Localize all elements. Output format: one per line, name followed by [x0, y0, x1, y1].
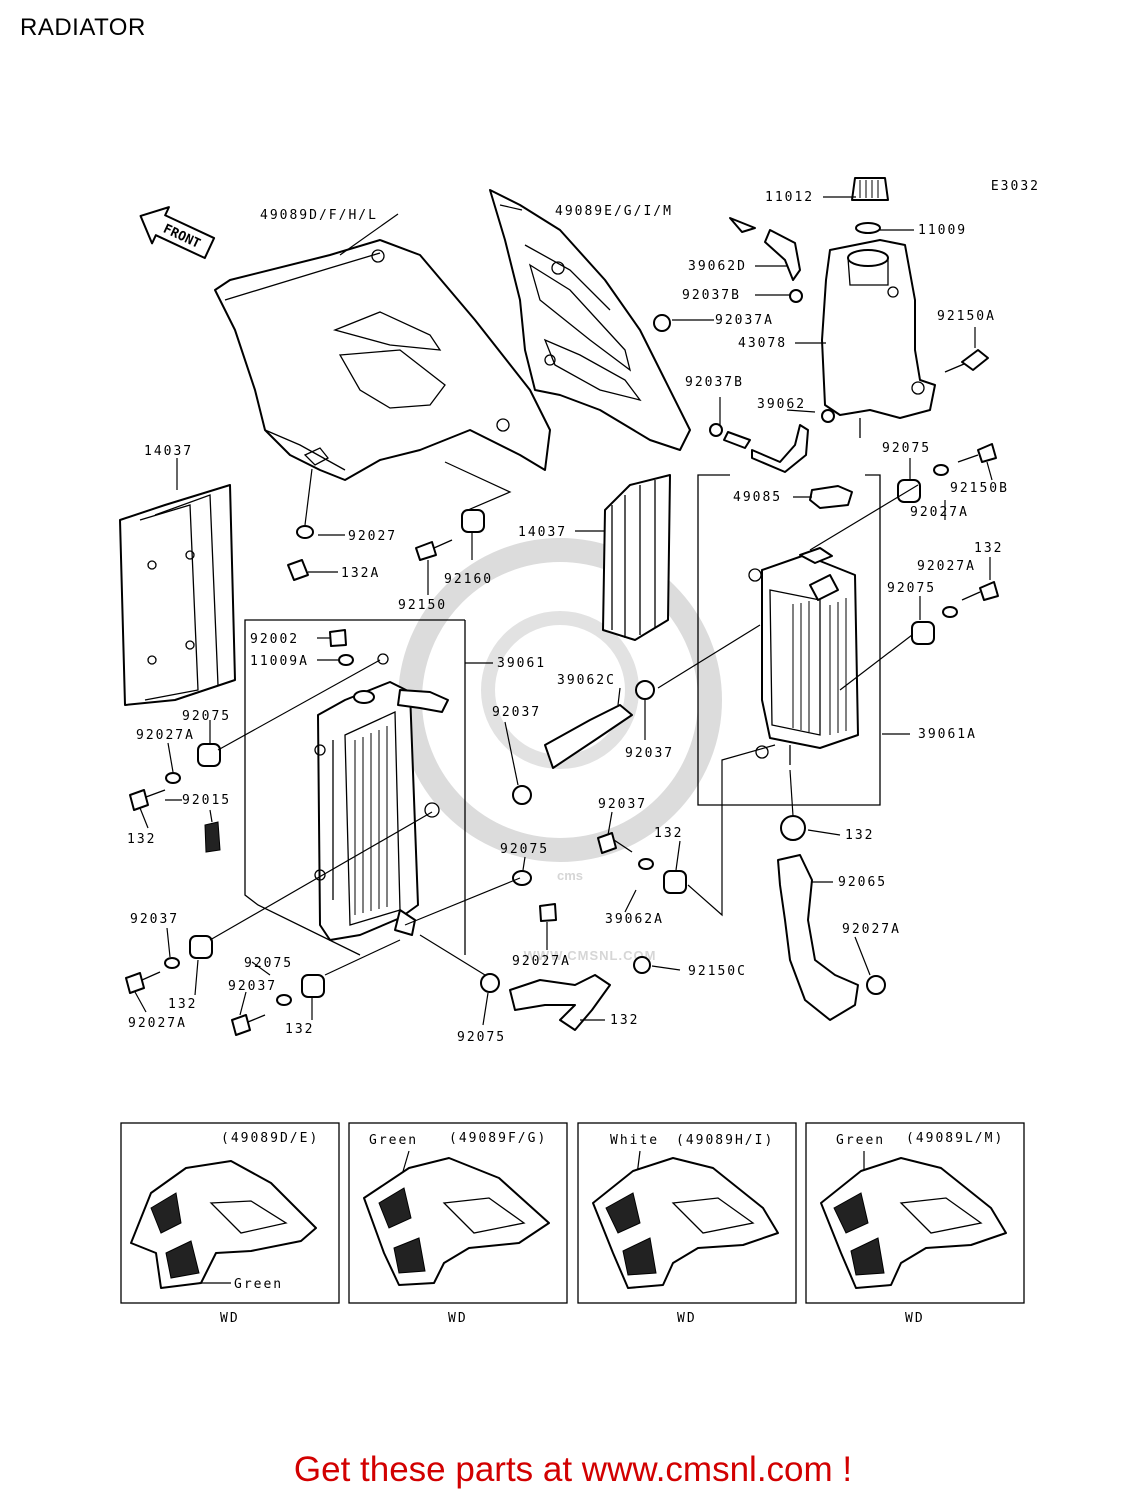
variant-panel-2: (49089F/G) Green WD — [348, 1122, 568, 1326]
front-arrow: FRONT — [139, 206, 216, 260]
callout-92075-bottom: 132 — [285, 1022, 314, 1037]
left-radiator — [314, 653, 449, 941]
hose-39062d — [764, 229, 801, 281]
radiator-exploded-diagram: cms WWW.CMSNL.COM E3032 FRONT — [119, 177, 1040, 1326]
watermark-url: WWW.CMSNL.COM — [524, 948, 657, 963]
callout-39062a: 92065 — [838, 875, 887, 890]
hose-39062-upper — [723, 431, 751, 449]
diagram-code: E3032 — [991, 179, 1040, 194]
variant-panel-1: (49089D/E) Green WD — [120, 1122, 340, 1326]
callout-92037-b: 92037 — [625, 746, 674, 761]
variant-color: White — [610, 1133, 659, 1148]
callout-92150b: 92150B — [950, 481, 1009, 496]
callout-11009a: 11009A — [250, 654, 309, 669]
callout-92027a-left: 92027A — [136, 728, 195, 743]
variant-region: WD — [905, 1311, 925, 1326]
variant-code: (49089D/E) — [221, 1131, 319, 1146]
callout-92027a-bottom: 92075 — [244, 956, 293, 971]
callout-92015: 92015 — [182, 793, 231, 808]
callout-92075-mid: 132 — [654, 826, 683, 841]
variant-color: Green — [836, 1133, 885, 1148]
right-radiator — [748, 547, 859, 765]
footer-parts-link[interactable]: Get these parts at www.cmsnl.com ! — [293, 1450, 853, 1489]
callout-132a: 132A — [341, 566, 380, 581]
callout-14037-left: 14037 — [144, 444, 193, 459]
hose-39062 — [751, 424, 809, 473]
callout-132-lower: 92027A — [128, 1016, 187, 1031]
callout-132-left: 132 — [127, 832, 156, 847]
callout-92075-left: 92075 — [182, 709, 231, 724]
hose-39062a — [777, 854, 859, 1021]
hose-39062c — [544, 704, 633, 769]
callout-92037-c: 132 — [845, 828, 874, 843]
right-radiator-group-box — [697, 474, 881, 806]
callout-labels: 49089D/F/H/L 49089E/G/I/M 11012 11009 39… — [127, 190, 1009, 1045]
callout-132-bottom: 92037 — [228, 979, 277, 994]
left-radiator-shroud — [214, 239, 551, 481]
callout-39061: 39061 — [497, 656, 546, 671]
callout-92037b: 92037B — [685, 375, 744, 390]
callout-92027a-mid: 39062A — [605, 912, 664, 927]
right-radiator-guard — [602, 474, 671, 641]
page-title: RADIATOR — [20, 14, 146, 41]
callout-92037-f: 92075 — [457, 1030, 506, 1045]
callout-92002: 92002 — [250, 632, 299, 647]
callout-132-right: 132 — [974, 541, 1003, 556]
variant-color: Green — [234, 1277, 283, 1292]
callout-39062d: 39062D — [688, 259, 747, 274]
callout-39062b: 132 — [610, 1013, 639, 1028]
callout-11009: 11009 — [918, 223, 967, 238]
variant-region: WD — [677, 1311, 697, 1326]
left-radiator-group-box — [244, 619, 465, 956]
callout-11012: 11012 — [765, 190, 814, 205]
leader-lines — [134, 196, 993, 1026]
variant-code: (49089L/M) — [906, 1131, 1004, 1146]
callout-92075-lower: 132 — [168, 997, 197, 1012]
callout-14037-right: 14037 — [518, 525, 567, 540]
callout-49085: 49085 — [733, 490, 782, 505]
left-radiator-guard — [119, 484, 236, 706]
right-radiator-shroud — [489, 189, 691, 451]
callout-92065: 92075 — [500, 842, 549, 857]
callout-92027a-top: 92027A — [910, 505, 969, 520]
callout-92150a: 92150A — [937, 309, 996, 324]
callout-92075-top: 92075 — [882, 441, 931, 456]
callout-92037-d: 92150C — [688, 964, 747, 979]
reservoir-tank — [821, 177, 936, 438]
callout-92037-a: 92037 — [492, 705, 541, 720]
callout-92027a-right: 92027A — [917, 559, 976, 574]
callout-92037-e: 92027A — [842, 922, 901, 937]
watermark-logo: cms — [557, 868, 583, 883]
variant-code: (49089F/G) — [449, 1131, 547, 1146]
callout-92037b-top: 92037B — [682, 288, 741, 303]
callout-49089e: 49089E/G/I/M — [555, 204, 673, 219]
callout-49089d: 49089D/F/H/L — [260, 208, 378, 223]
variant-region: WD — [448, 1311, 468, 1326]
variant-region: WD — [220, 1311, 240, 1326]
callout-39062c: 39062C — [557, 673, 616, 688]
callout-92075-right: 92075 — [887, 581, 936, 596]
variant-color: Green — [369, 1133, 418, 1148]
variant-panel-3: (49089H/I) White WD — [577, 1122, 797, 1326]
callout-92037a: 92037A — [715, 313, 774, 328]
hose-39062d-upper — [729, 217, 756, 233]
callout-39062: 39062 — [757, 397, 806, 412]
callout-92160: 92160 — [444, 572, 493, 587]
callout-92027a-lower: 92037 — [130, 912, 179, 927]
callout-92150c: 92027A — [512, 954, 571, 969]
hose-39062b — [509, 974, 611, 1031]
callout-92150: 92150 — [398, 598, 447, 613]
variant-code: (49089H/I) — [676, 1133, 774, 1148]
variant-panel-4: (49089L/M) Green WD — [805, 1122, 1025, 1326]
callout-132-mid: 92037 — [598, 797, 647, 812]
callout-92027: 92027 — [348, 529, 397, 544]
callout-43078: 43078 — [738, 336, 787, 351]
callout-39061a: 39061A — [918, 727, 977, 742]
